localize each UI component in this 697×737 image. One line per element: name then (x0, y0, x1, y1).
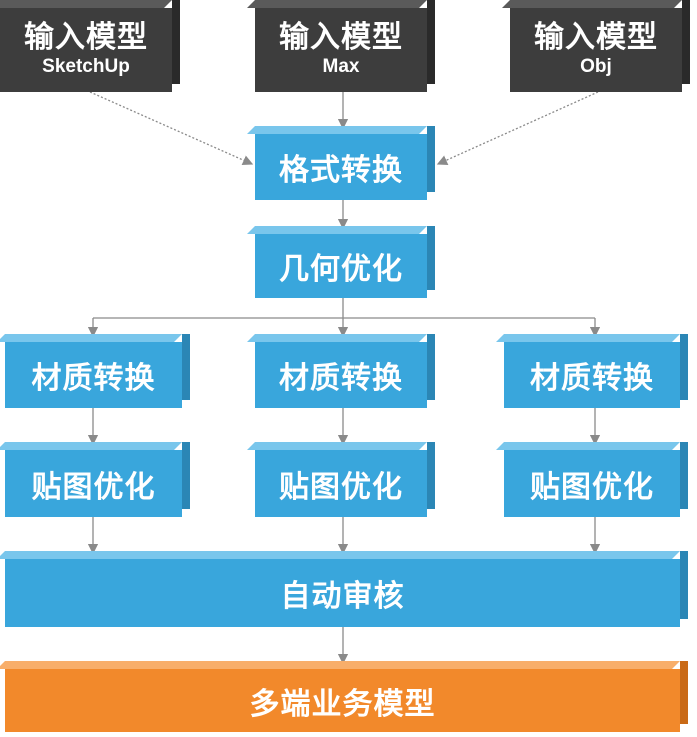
material-convert-box-right: 材质转换 (504, 334, 688, 408)
input-format: Obj (580, 56, 612, 77)
material-convert-label: 材质转换 (530, 361, 654, 396)
arrow-obj-to-format (436, 91, 599, 166)
material-convert-box-mid: 材质转换 (255, 334, 435, 408)
output-box: 多端业务模型 (5, 661, 688, 732)
input-title: 输入模型 (279, 20, 403, 55)
material-convert-label: 材质转换 (279, 361, 403, 396)
texture-optimize-box-mid: 贴图优化 (255, 442, 435, 517)
material-convert-label: 材质转换 (31, 361, 156, 396)
input-box-obj: 输入模型 Obj (510, 0, 690, 92)
input-format: Max (322, 56, 360, 77)
material-convert-box-left: 材质转换 (5, 334, 190, 408)
texture-optimize-label: 贴图优化 (279, 469, 403, 505)
arrow-sketchup-to-format (89, 91, 254, 166)
texture-optimize-box-left: 贴图优化 (5, 442, 190, 517)
texture-optimize-label: 贴图优化 (530, 469, 654, 505)
texture-optimize-box-right: 贴图优化 (504, 442, 688, 517)
geometry-optimize-label: 几何优化 (279, 252, 403, 287)
input-box-sketchup: 输入模型 SketchUp (0, 0, 180, 92)
geometry-optimize-box: 几何优化 (255, 226, 435, 298)
auto-review-label: 自动审核 (280, 579, 405, 614)
format-convert-box: 格式转换 (255, 126, 435, 200)
input-format: SketchUp (42, 56, 130, 77)
input-box-max: 输入模型 Max (255, 0, 435, 92)
format-convert-label: 格式转换 (279, 153, 403, 188)
input-title: 输入模型 (534, 20, 658, 55)
output-label: 多端业务模型 (249, 686, 436, 722)
texture-optimize-label: 贴图优化 (31, 469, 156, 505)
input-title: 输入模型 (24, 20, 148, 55)
auto-review-box: 自动审核 (5, 551, 688, 627)
